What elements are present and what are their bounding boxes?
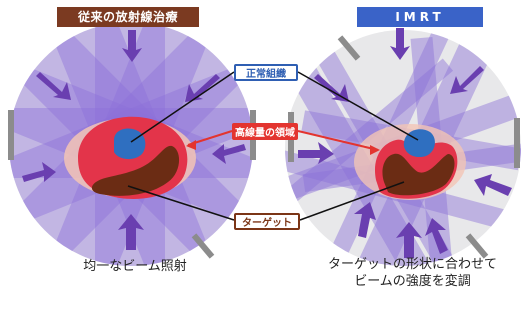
conventional-normal-tissue — [114, 128, 146, 160]
imrt-plate-top — [337, 35, 361, 61]
conventional-title: 従来の放射線治療 — [57, 7, 199, 27]
label-connectors — [127, 71, 419, 221]
conventional-beam-arrows — [22, 30, 246, 250]
conventional-target — [91, 145, 180, 196]
high-dose-label: 高線量の領域 — [232, 123, 298, 140]
imrt-caption-line1: ターゲットの形状に合わせて — [327, 257, 497, 272]
conventional-plate-bottom — [191, 233, 215, 259]
conventional-plate-left — [8, 110, 14, 160]
conventional-caption: 均一なビーム照射 — [83, 259, 187, 274]
imrt-plate-bottom — [465, 233, 489, 259]
normal-tissue-label: 正常組織 — [234, 64, 298, 81]
imrt-target — [382, 153, 455, 196]
imrt-caption-line2: ビームの強度を変調 — [354, 274, 471, 289]
imrt-caption: ターゲットの形状に合わせて ビームの強度を変調 — [296, 256, 529, 290]
target-label: ターゲット — [234, 213, 300, 230]
imrt-plate-right — [514, 118, 520, 168]
imrt-beam-arrows — [298, 28, 512, 258]
imrt-title: IMRT — [357, 7, 483, 27]
